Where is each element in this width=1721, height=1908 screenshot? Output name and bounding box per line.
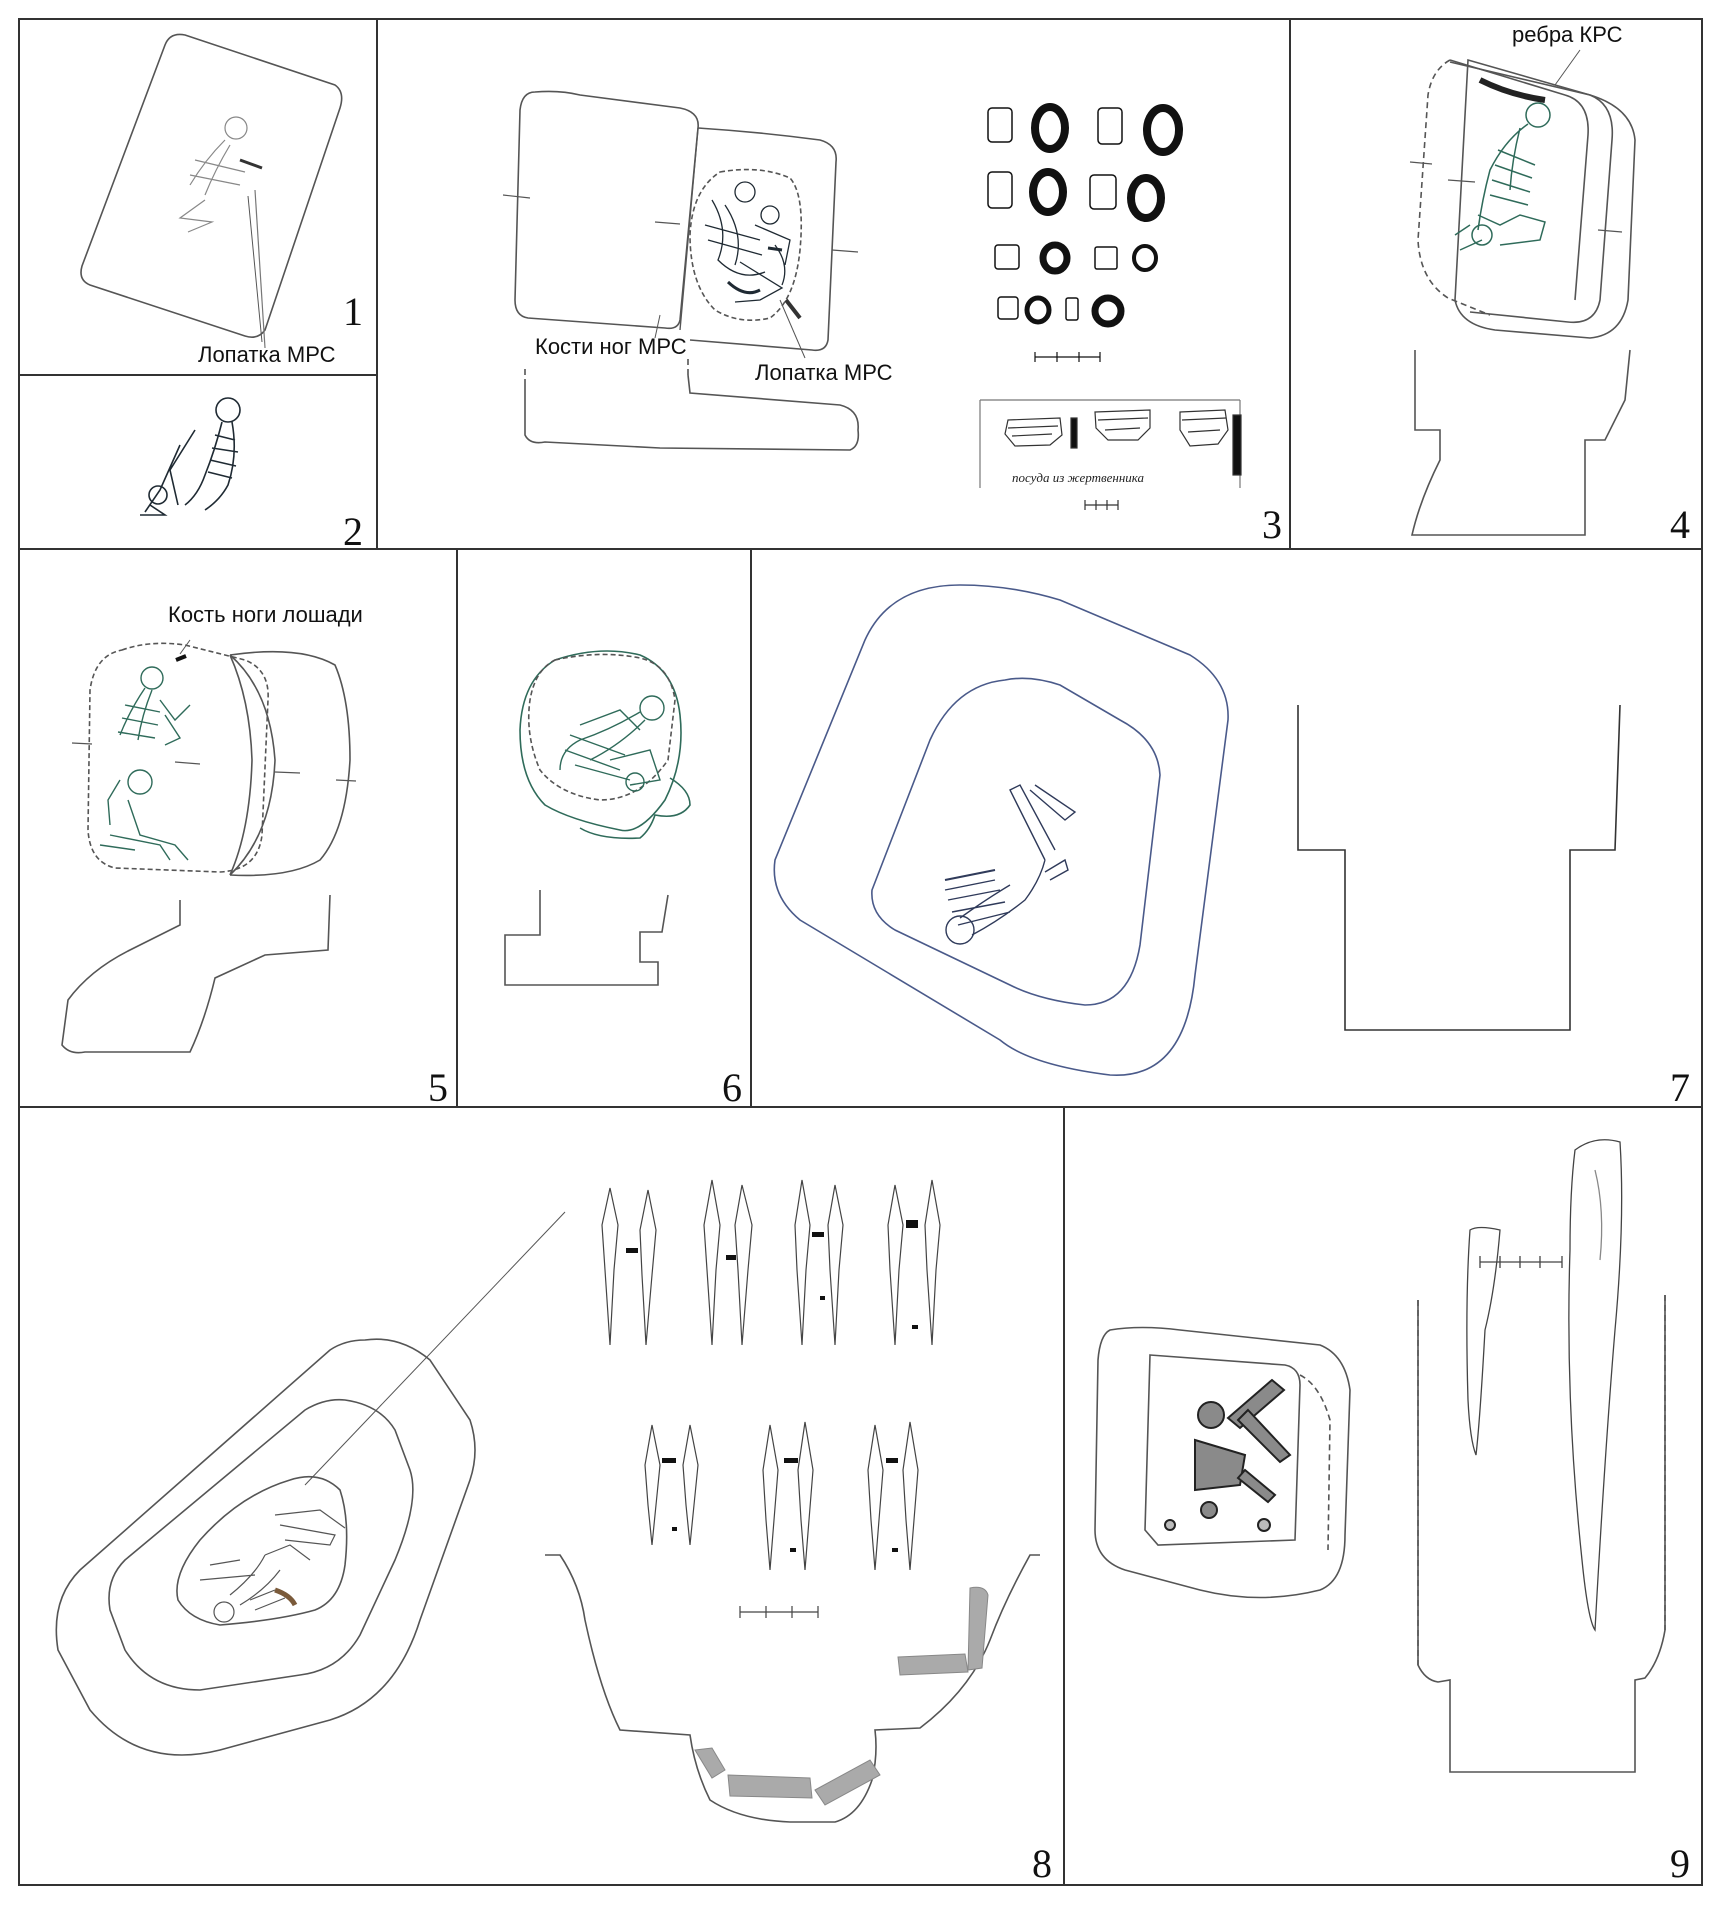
panel-5-skeletons — [99, 666, 191, 861]
panel-8-skeleton — [199, 1509, 346, 1623]
panel-9-grave-plan — [1094, 1326, 1351, 1599]
panel-3-grave-plan — [502, 90, 860, 451]
panel-1-frame — [18, 18, 378, 376]
panel-6-number: 6 — [722, 1065, 742, 1110]
panel-4-leader-line — [1554, 49, 1581, 86]
panel-4-grave-plan — [1409, 58, 1636, 536]
panel-9-number: 9 — [1670, 1841, 1690, 1886]
panel-5-frame — [18, 548, 458, 1108]
panel-5-number: 5 — [428, 1065, 448, 1110]
panel-8-stone-slabs — [694, 1586, 989, 1806]
panel-4-number: 4 — [1670, 502, 1690, 547]
panel-5-grave-plan — [61, 642, 357, 1054]
panel-3-label-legbones: Кости ног МРС — [535, 334, 687, 359]
panel-9-section — [1417, 1295, 1666, 1773]
panel-4-frame — [1289, 18, 1703, 550]
panel-3-skeletons — [704, 181, 802, 320]
panel-7-number: 7 — [1670, 1065, 1690, 1110]
panel-1-number: 1 — [343, 289, 363, 334]
panel-3-vessels — [979, 399, 1242, 510]
panel-7-grave-plan — [773, 584, 1229, 1076]
panel-5-label-horse-bone: Кость ноги лошади — [168, 602, 363, 627]
panel-1-skeleton — [178, 116, 263, 233]
panel-4-cattle-ribs — [1478, 77, 1546, 103]
panel-4-skeleton — [1454, 102, 1551, 251]
panel-8-arrow-sections — [626, 1220, 918, 1552]
panel-8-arrowheads — [601, 1179, 941, 1618]
panel-5-horse-bone — [175, 654, 187, 662]
panel-6-grave-plan — [504, 650, 691, 986]
panel-6-frame — [456, 548, 752, 1108]
panel-7-skeleton — [944, 784, 1077, 945]
panel-1-pit-plan — [80, 33, 343, 349]
panel-3-caption-vessels: посуда из жертвенника — [1012, 470, 1145, 485]
panel-2-number: 2 — [343, 509, 363, 554]
panel-3-beads — [987, 103, 1183, 362]
panel-4-label-ribs: ребра КРС — [1512, 22, 1623, 47]
panel-2-skeleton — [140, 397, 241, 516]
panel-3-number: 3 — [1262, 502, 1282, 547]
panel-9-skeleton — [1164, 1378, 1292, 1532]
panel-7-frame — [750, 548, 1703, 1108]
panel-1-label-scapula: Лопатка МРС — [198, 342, 336, 367]
panel-3-leader-legbones — [654, 314, 661, 339]
panel-7-section — [1297, 704, 1621, 1031]
panel-9-spear-tips — [1466, 1139, 1623, 1632]
panel-3-leader-scapula — [779, 299, 806, 359]
panel-2-frame — [18, 374, 378, 550]
panel-8-number: 8 — [1032, 1841, 1052, 1886]
panel-9-frame — [1063, 1106, 1703, 1886]
panel-1-leader-line — [247, 195, 263, 343]
panel-3-label-scapula: Лопатка МРС — [755, 360, 893, 385]
panel-5-leader-line — [179, 639, 191, 655]
panel-6-skeleton — [559, 695, 665, 792]
